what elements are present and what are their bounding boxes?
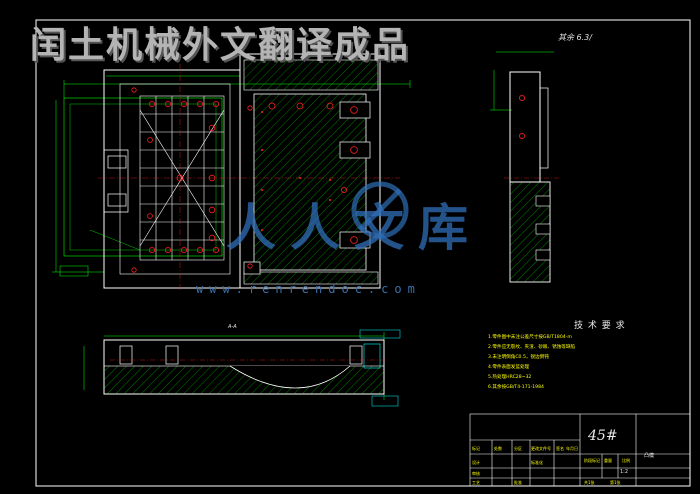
section-label: A-A [228, 324, 237, 330]
tb-cell: 审核 [472, 471, 480, 476]
tb-cell: 阶段标记 [584, 458, 600, 463]
tb-cell: 工艺 [472, 480, 480, 485]
material-label: 45# [588, 428, 618, 444]
requirement-item: 1.零件图中未注公差尺寸按GB/T1804-m [488, 335, 572, 340]
part-name: 凸模 [644, 453, 655, 459]
watermark-logo-text: 人人文库 [226, 198, 482, 257]
technical-requirements-heading: 技 术 要 求 [574, 321, 626, 331]
tb-cell: 共1张 [584, 480, 595, 485]
tb-cell: 年月日 [566, 446, 578, 451]
side-view [490, 51, 560, 283]
requirement-item: 3.未注明倒角C0.5，锐边倒钝 [488, 355, 549, 360]
section-plate [239, 53, 381, 289]
watermark-title: 闰土机械外文翻译成品 [30, 25, 411, 66]
drawing-border [35, 19, 691, 487]
tb-cell: 批准 [514, 480, 522, 485]
technical-requirements-list: 1.零件图中未注公差尺寸按GB/T1804-m 2.零件应无裂纹、夹渣、砂眼、锈… [488, 333, 688, 393]
title-block [469, 413, 691, 487]
tb-cell: 比例 [622, 458, 630, 463]
requirement-item: 4.零件表面发蓝处理 [488, 365, 530, 370]
front-section [83, 329, 401, 407]
roughness-note: 其余 6.3/ [558, 33, 592, 42]
requirement-item: 2.零件应无裂纹、夹渣、砂眼、锈蚀等缺陷 [488, 345, 576, 350]
tb-cell: 第1张 [610, 480, 621, 485]
tb-cell: 标准化 [531, 460, 543, 465]
requirement-item: 6.其余按GB/T4-171-1984 [488, 385, 544, 390]
tb-cell: 分区 [514, 446, 522, 451]
tb-cell: 处数 [494, 446, 502, 451]
requirement-item: 5.热处理HRC28~32 [488, 375, 532, 380]
tb-cell: 重量 [604, 458, 612, 463]
tb-cell: 签名 [556, 446, 564, 451]
tb-cell: 标记 [472, 446, 480, 451]
watermark-site: www.renrendoc.com [196, 282, 421, 296]
tb-cell: 设计 [472, 460, 480, 465]
scale-value: 1:2 [620, 469, 629, 475]
tb-cell: 更改文件号 [531, 446, 551, 451]
